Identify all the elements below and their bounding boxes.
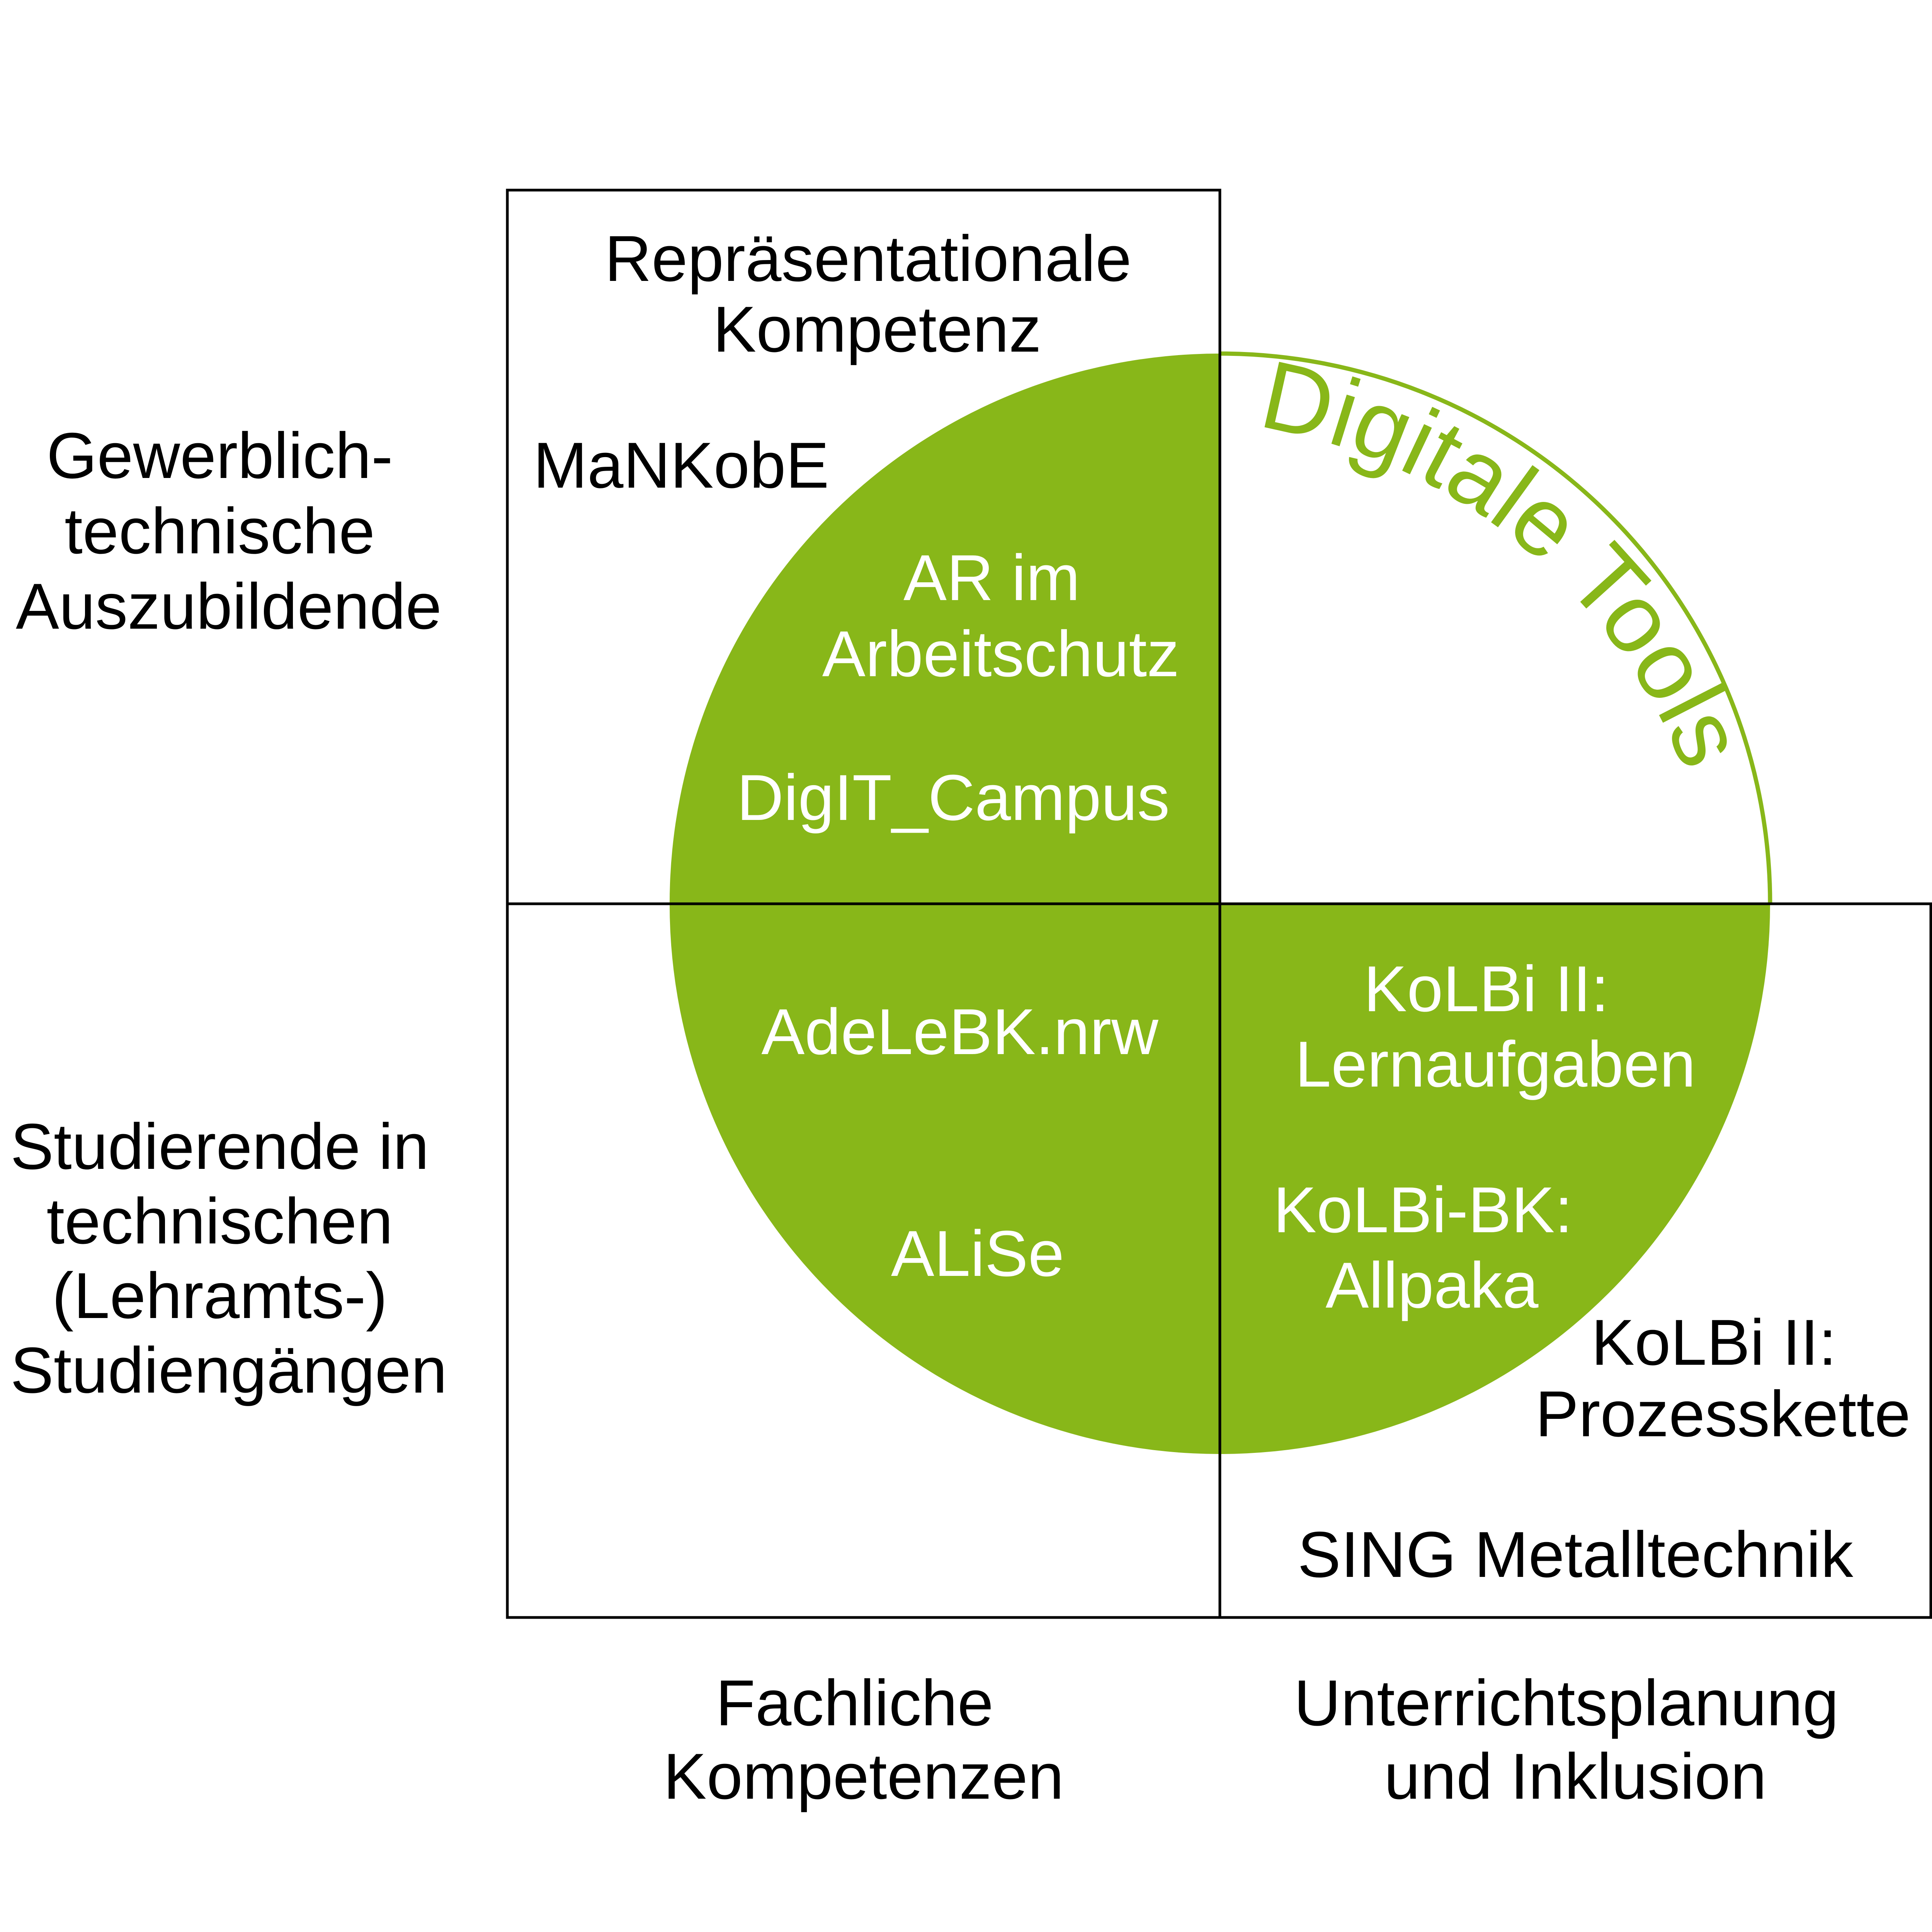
quadrant-heading-representational-competence: Repräsentationale Kompetenz [605, 222, 1150, 366]
quadrant-heading-line: Repräsentationale [605, 222, 1132, 295]
project-ar-im-arbeitschutz-line: AR im [903, 541, 1080, 614]
column-label-subject-competencies-line: Fachliche [716, 1667, 993, 1739]
circle-outline-top-right [1219, 351, 1772, 904]
project-kolbi-bk-allpaka-line: KoLBi-BK: [1273, 1173, 1573, 1246]
column-label-lesson-planning-line: und Inklusion [1384, 1740, 1767, 1813]
row-label-students-line: technischen [46, 1185, 393, 1257]
circle-segment-top-left [670, 354, 1220, 904]
digital-tools-arc-title-text: Digitale Tools [1252, 340, 1766, 782]
project-kolbi-ii-prozesskette: KoLBi II: Prozesskette [1535, 1306, 1910, 1450]
row-label-students-line: (Lehramts-) [52, 1259, 388, 1332]
project-kolbi-ii-lernaufgaben: KoLBi II: Lernaufgaben [1295, 952, 1696, 1100]
project-ar-im-arbeitschutz-line: Arbeitschutz [822, 617, 1179, 690]
row-label-apprentices-line: Gewerblich- [47, 419, 393, 492]
circle-segment-bottom-left [670, 904, 1220, 1454]
project-ar-im-arbeitschutz: AR im Arbeitschutz [822, 541, 1179, 690]
project-digit-campus: DigIT_Campus [737, 761, 1170, 834]
project-adelebk-nrw: AdeLeBK.nrw [761, 995, 1158, 1068]
digital-tools-arc-title: Digitale Tools [1252, 340, 1766, 782]
row-label-apprentices: Gewerblich- technische Auszubildende [16, 419, 442, 643]
row-label-students-line: Studiengängen [10, 1334, 447, 1406]
project-kolbi-ii-prozesskette-line: KoLBi II: [1591, 1306, 1837, 1379]
project-kolbi-ii-lernaufgaben-line: Lernaufgaben [1295, 1028, 1696, 1100]
project-sing-metalltechnik: SING Metalltechnik [1298, 1518, 1854, 1591]
row-label-apprentices-line: Auszubildende [16, 570, 442, 643]
project-kolbi-ii-lernaufgaben-line: KoLBi II: [1364, 952, 1609, 1025]
quadrant-heading-line: Kompetenz [713, 293, 1041, 366]
row-label-apprentices-line: technische [65, 495, 375, 567]
project-alise: ALiSe [891, 1217, 1064, 1290]
row-label-students-line: Studierende in [10, 1110, 429, 1183]
project-kolbi-bk-allpaka-line: Allpaka [1325, 1249, 1539, 1321]
frame-bottom-right-quadrant [1218, 902, 1932, 1619]
column-label-subject-competencies: Fachliche Kompetenzen [663, 1667, 1064, 1813]
column-label-lesson-planning: Unterrichtsplanung und Inklusion [1294, 1667, 1857, 1813]
project-kolbi-ii-prozesskette-line: Prozesskette [1535, 1378, 1910, 1450]
project-mankobe: MaNKobE [533, 429, 829, 502]
project-kolbi-bk-allpaka: KoLBi-BK: Allpaka [1273, 1173, 1591, 1321]
column-label-lesson-planning-line: Unterrichtsplanung [1294, 1667, 1839, 1739]
circle-segment-bottom-right [1220, 904, 1770, 1454]
row-label-students: Studierende in technischen (Lehramts-) S… [10, 1110, 447, 1406]
column-label-subject-competencies-line: Kompetenzen [663, 1740, 1064, 1813]
